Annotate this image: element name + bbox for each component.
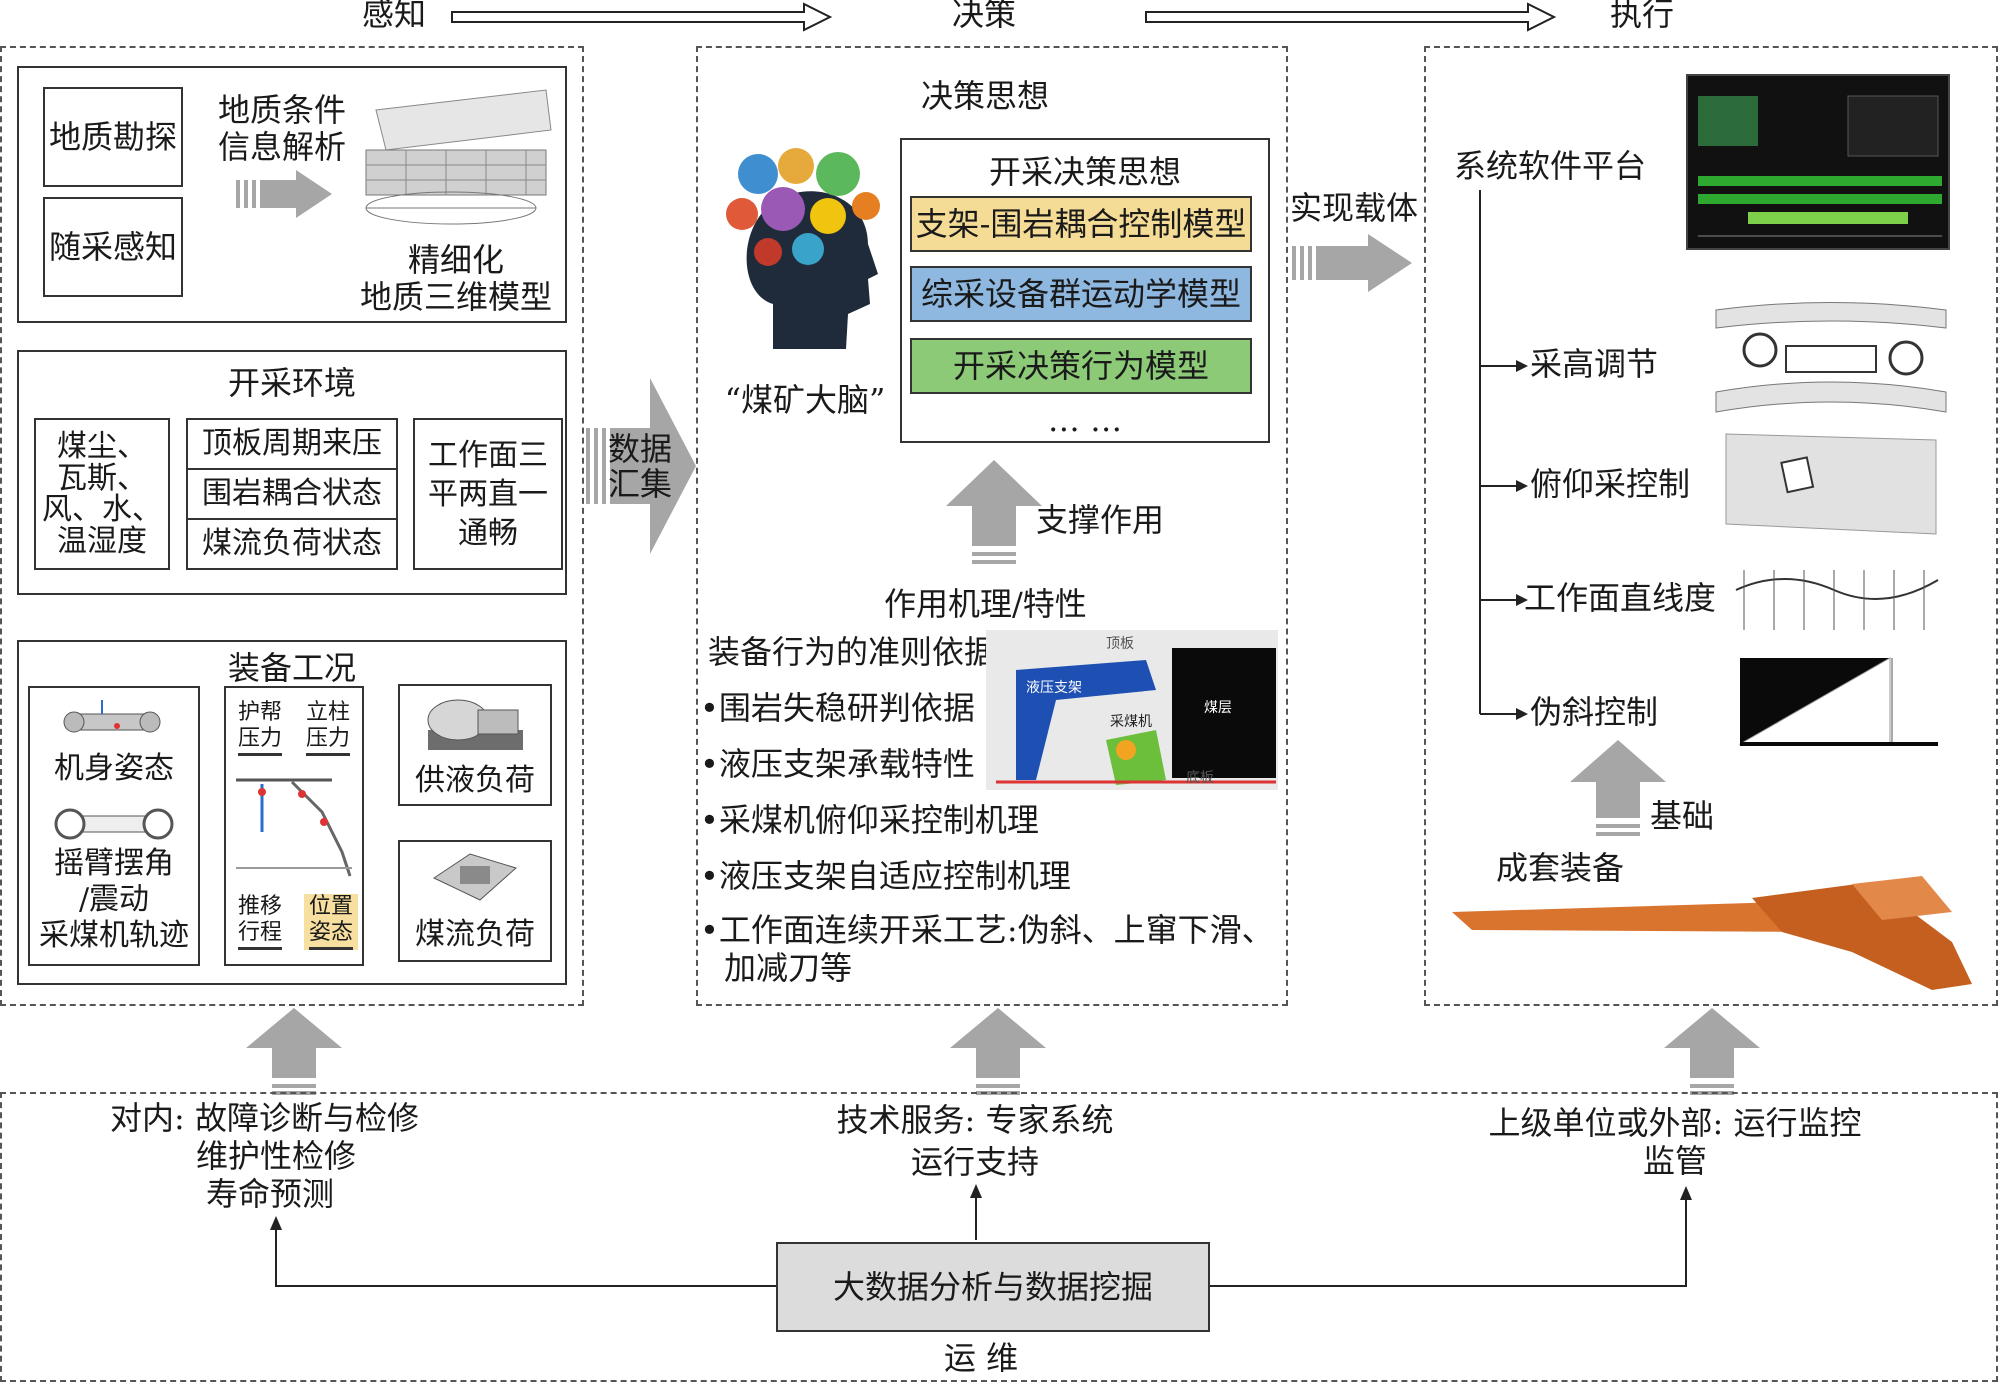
straightness-image [1734,560,1940,632]
rocker-arm-label: 摇臂摆角/震动采煤机轨迹 [39,846,189,953]
exec-item-oblique: 伪斜控制 [1530,693,1659,731]
guard-pressure-label: 护帮压力 [232,700,288,756]
geo-3d-model-image [356,89,556,230]
support-arrow [946,460,1042,564]
brain-image [718,144,888,354]
equipment-set-image [1452,872,1986,1002]
carrier-arrow [1292,234,1412,292]
internal-line-2: 维护性检修 [196,1137,357,1175]
tech-service-label: 技术服务: 专家系统运行支持 [836,1101,1114,1181]
geo-analysis-label: 地质条件信息解析 [217,91,346,166]
model-support-rock: 支架-围岩耦合控制模型 [910,196,1252,252]
env-title: 开采环境 [227,364,356,402]
bullet-4: •液压支架自适应控制机理 [700,857,1071,895]
height-adjust-image [1715,300,1947,416]
brain-label: “煤矿大脑” [724,381,886,419]
env-face-cell: 工作面三平两直一通畅 [413,418,563,570]
foundation-label: 基础 [1650,797,1715,835]
geo-survey-cell: 地质勘探 [43,87,183,187]
decision-thought-title: 决策思想 [920,77,1049,115]
diagram-seam-label: 煤层 [1204,700,1232,716]
conveyor-image [430,848,520,908]
exec-tree-lines [1479,190,1528,720]
bigdata-box: 大数据分析与数据挖掘 [776,1242,1210,1332]
fine-model-label: 精细化地质三维模型 [359,241,552,316]
oblique-control-image [1738,657,1938,748]
position-posture-label: 位置姿态 [304,894,358,950]
fluid-load-label: 供液负荷 [415,763,535,798]
bullet-2: •液压支架承载特性 [700,745,975,783]
stage-arrow-1 [451,2,833,32]
diagram-roof-label: 顶板 [1106,636,1134,652]
data-collect-label: 数据汇集 [607,430,672,504]
equip-title: 装备工况 [227,649,356,687]
internal-line-1: 对内: 故障诊断与检修 [110,1099,419,1137]
shearer-body-image [62,696,162,746]
body-posture-label: 机身姿态 [54,751,174,786]
exec-item-height: 采高调节 [1530,345,1659,383]
diagram-floor-label: 底板 [1186,770,1214,786]
diagram-support-label: 液压支架 [1026,680,1082,696]
decision-box-title: 开采决策思想 [988,153,1181,191]
stage-arrow-2 [1145,2,1557,32]
model-behavior: 开采决策行为模型 [910,338,1252,394]
stage-sense-label: 感知 [362,0,427,33]
operations-label: 运 维 [944,1339,1019,1377]
geo-analysis-arrow [236,170,332,218]
stage-decide-label: 决策 [952,0,1017,33]
bullet-3: •采煤机俯仰采控制机理 [700,801,1039,839]
stage-execute-label: 执行 [1610,0,1675,33]
column-pressure-label: 立柱压力 [300,700,356,756]
basis-title: 装备行为的准则依据 [708,633,997,671]
mechanism-title: 作用机理/特性 [884,585,1087,623]
model-kinematics: 综采设备群运动学模型 [910,266,1252,322]
support-diagram-image [232,772,358,882]
foundation-arrow [1570,740,1666,836]
push-travel-label: 推移行程 [232,894,288,950]
support-label: 支撑作用 [1036,501,1165,539]
env-rock-cell: 围岩耦合状态 [186,468,398,520]
decision-ellipsis: … … [1047,401,1123,439]
carrier-label: 实现载体 [1290,189,1419,227]
coal-flow-load-label: 煤流负荷 [415,917,535,952]
decision-panel [696,46,1288,1006]
operations-panel [0,1092,1998,1382]
support-rock-diagram: 顶板 液压支架 采煤机 煤层 底板 [986,630,1278,790]
bullet-5: •工作面连续开采工艺:伪斜、上窜下滑、 [700,911,1274,949]
external-label: 上级单位或外部: 运行监控监管 [1488,1104,1862,1181]
env-gas-cell: 煤尘、瓦斯、 风、水、温湿度 [34,418,170,570]
diagram-shearer-label: 采煤机 [1110,714,1152,730]
exec-item-straightness: 工作面直线度 [1524,579,1717,617]
perception-panel [0,46,584,1006]
env-roof-cell: 顶板周期来压 [186,418,398,470]
env-coalflow-cell: 煤流负荷状态 [186,518,398,570]
mining-sensing-cell: 随采感知 [43,197,183,297]
internal-line-3: 寿命预测 [206,1175,335,1213]
exec-item-pitch: 俯仰采控制 [1530,465,1691,503]
platform-label: 系统软件平台 [1454,147,1647,185]
bullet-5-tail: 加减刀等 [724,949,853,987]
equipment-label: 成套装备 [1496,849,1625,887]
software-screenshot [1686,74,1950,250]
pitch-control-image [1725,433,1937,535]
execution-panel [1424,46,1998,1006]
rocker-arm-image [52,800,176,846]
pump-image [418,690,528,760]
bullet-1: •围岩失稳研判依据 [700,689,975,727]
data-collect-arrow [586,378,696,554]
